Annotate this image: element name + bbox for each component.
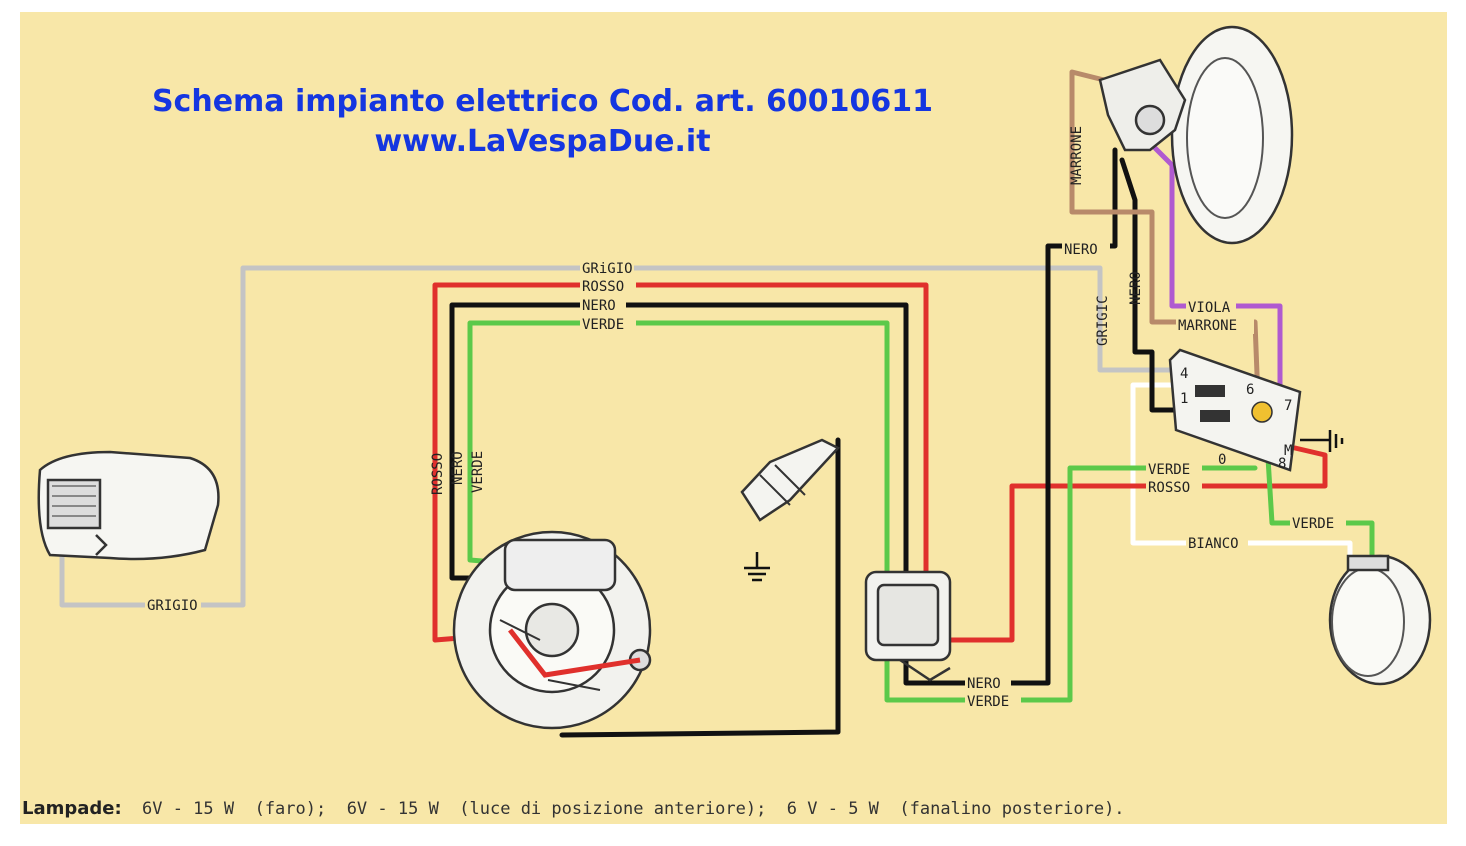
label-marrone-vert: MARRONE bbox=[1069, 126, 1085, 185]
label-viola: VIOLA bbox=[1188, 300, 1231, 316]
label-verde-switch: VERDE bbox=[1148, 462, 1190, 478]
terminal-M: M bbox=[1284, 443, 1292, 459]
label-grigio-vert: GRIGIC bbox=[1095, 295, 1111, 346]
label-grigio-tail: GRIGIO bbox=[147, 598, 198, 614]
terminal-6: 6 bbox=[1246, 382, 1254, 398]
label-verde-horn: VERDE bbox=[1292, 516, 1334, 532]
terminal-1: 1 bbox=[1180, 391, 1188, 407]
wire-verde bbox=[467, 320, 1258, 703]
wire-marrone bbox=[1069, 69, 1261, 403]
wire-labels: GRiGIO ROSSO NERO VERDE GRIGIO ROSSO NER… bbox=[145, 126, 1346, 710]
label-marrone: MARRONE bbox=[1178, 318, 1237, 334]
label-verde-bottom: VERDE bbox=[967, 694, 1009, 710]
wire-rosso bbox=[432, 282, 1328, 643]
terminal-7: 7 bbox=[1284, 398, 1292, 414]
headlight-icon bbox=[1098, 25, 1294, 245]
label-nero-vert-switch: NERO bbox=[1128, 271, 1144, 305]
wire-nero-2 bbox=[1119, 157, 1183, 413]
label-nero-bottom: NERO bbox=[967, 676, 1001, 692]
wire-nero-hv bbox=[559, 437, 841, 738]
wire-bianco bbox=[1130, 382, 1353, 563]
wire-grigio bbox=[59, 265, 1183, 608]
terminal-8: 8 bbox=[1278, 456, 1286, 472]
website-link[interactable]: www.LaVespaDue.it bbox=[374, 124, 711, 159]
footer-text: 6V - 15 W (faro); 6V - 15 W (luce di pos… bbox=[142, 799, 1125, 819]
spark-plug-icon bbox=[740, 438, 841, 522]
footer-note: Lampade: 6V - 15 W (faro); 6V - 15 W (lu… bbox=[22, 798, 1125, 819]
label-rosso-switch: ROSSO bbox=[1148, 480, 1190, 496]
label-verde-top: VERDE bbox=[582, 317, 624, 333]
label-nero-top: NERO bbox=[582, 298, 616, 314]
label-verde-vert: VERDE bbox=[470, 451, 486, 493]
terminal-0: 0 bbox=[1218, 452, 1226, 468]
label-nero-switch: NERO bbox=[1064, 242, 1098, 258]
switch-icon[interactable]: 4 1 6 7 0 M 8 bbox=[1168, 348, 1344, 472]
coil-icon bbox=[864, 570, 952, 682]
label-nero-vert: NERO bbox=[450, 451, 466, 485]
horn-icon bbox=[1328, 554, 1432, 686]
label-grigio-top: GRiGIO bbox=[582, 261, 633, 277]
terminal-4: 4 bbox=[1180, 366, 1188, 382]
label-bianco: BIANCO bbox=[1188, 536, 1239, 552]
diagram-title: Schema impianto elettrico Cod. art. 6001… bbox=[151, 84, 934, 119]
label-rosso-top: ROSSO bbox=[582, 279, 624, 295]
ground-icon bbox=[744, 552, 770, 582]
tail-light-icon bbox=[37, 450, 220, 561]
wire-viola bbox=[1152, 145, 1283, 403]
footer-label: Lampade: bbox=[22, 798, 122, 819]
label-rosso-vert: ROSSO bbox=[430, 453, 446, 495]
magneto-icon bbox=[452, 530, 652, 730]
